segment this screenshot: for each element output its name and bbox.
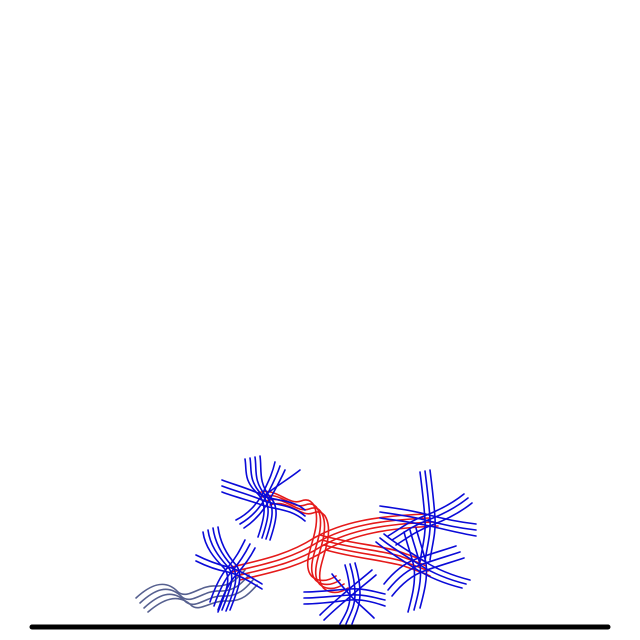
star-cluster-right-lower bbox=[375, 527, 471, 613]
loose-strand-bundle bbox=[135, 569, 258, 613]
star-cluster-top bbox=[221, 455, 306, 541]
star-cluster-bottom bbox=[303, 562, 386, 625]
star-cluster-left bbox=[195, 526, 263, 613]
star-cluster-right-upper bbox=[379, 469, 477, 563]
